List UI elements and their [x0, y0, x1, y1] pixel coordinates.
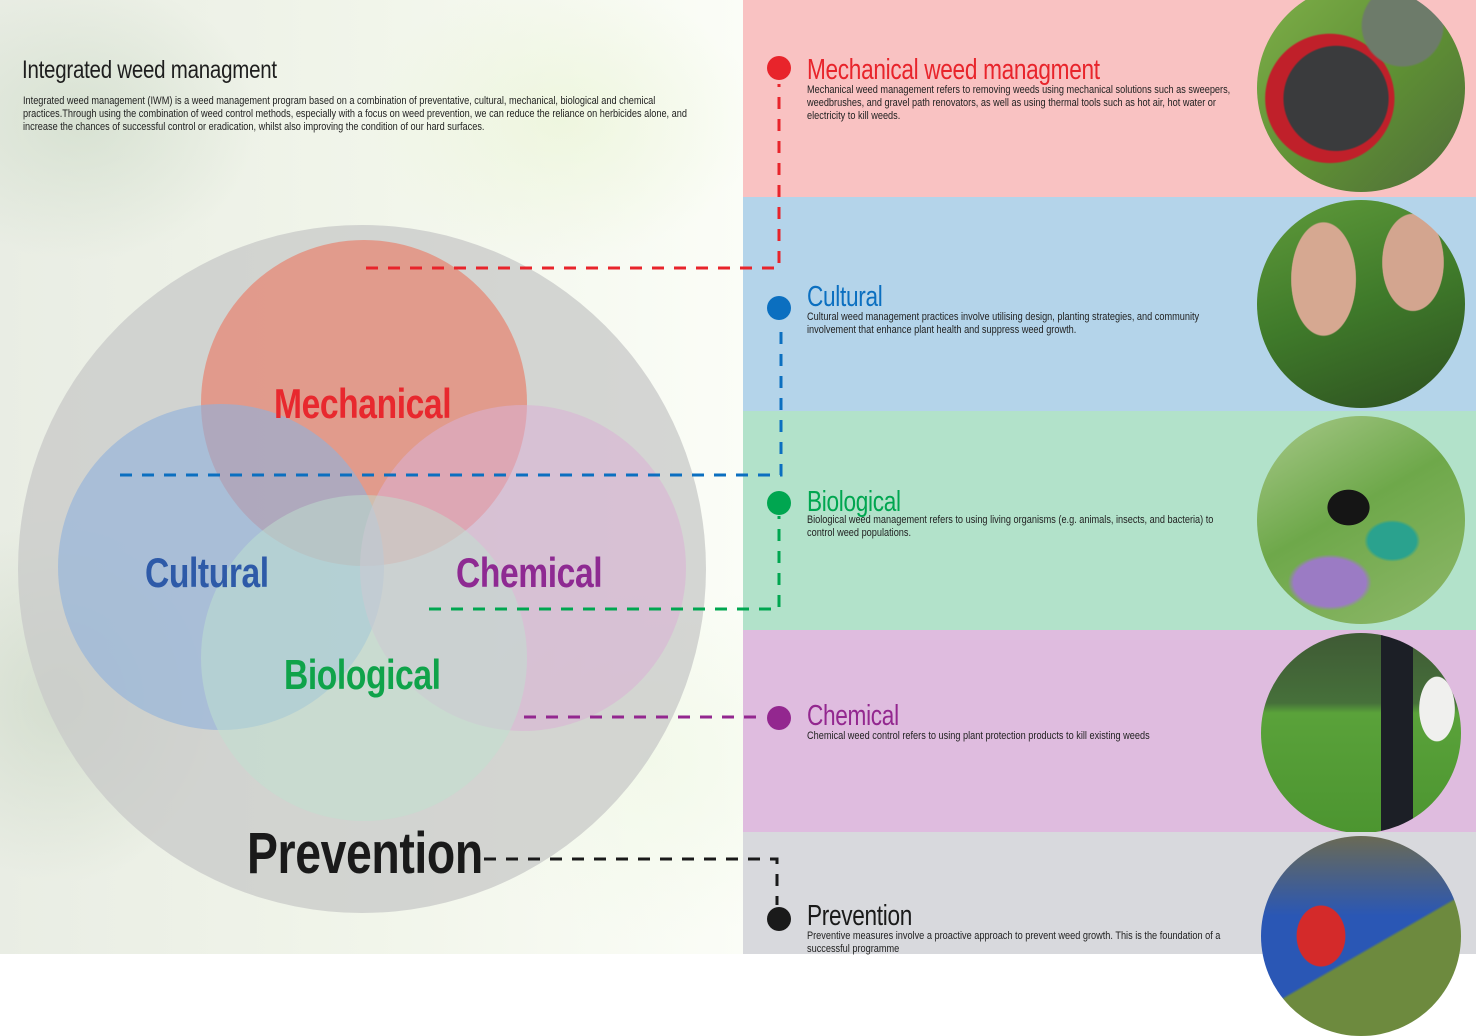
- section-title: Chemical: [807, 700, 899, 732]
- photo-mechanical: [1257, 0, 1465, 192]
- photo-cultural: [1257, 200, 1465, 408]
- photo-prevention: [1261, 836, 1461, 1036]
- bullet-dot-icon: [767, 296, 791, 320]
- bullet-dot-icon: [767, 907, 791, 931]
- section-description: Chemical weed control refers to using pl…: [807, 730, 1150, 742]
- venn-label-chemical: Chemical: [456, 549, 603, 596]
- section-description: Biological weed management refers to usi…: [807, 514, 1214, 539]
- section-title: Biological: [807, 486, 901, 518]
- venn-label-cultural: Cultural: [145, 549, 269, 596]
- section-mechanical: Mechanical weed managment Mechanical wee…: [743, 0, 1476, 197]
- bullet-dot-icon: [767, 56, 791, 80]
- venn-label-prevention: Prevention: [247, 821, 483, 886]
- venn-label-mechanical: Mechanical: [274, 380, 452, 427]
- section-biological: Biological Biological weed management re…: [743, 411, 1476, 630]
- section-title: Mechanical weed managment: [807, 54, 1100, 86]
- venn-label-biological: Biological: [284, 651, 441, 698]
- photo-biological: [1257, 416, 1465, 624]
- venn-diagram: [18, 225, 706, 913]
- section-prevention: Prevention Preventive measures involve a…: [743, 832, 1476, 1036]
- section-description: Preventive measures involve a proactive …: [807, 930, 1221, 955]
- bullet-dot-icon: [767, 491, 791, 515]
- page-title: Integrated weed managment: [22, 56, 277, 84]
- section-description: Mechanical weed management refers to rem…: [807, 84, 1231, 122]
- section-chemical: Chemical Chemical weed control refers to…: [743, 630, 1476, 833]
- section-title: Prevention: [807, 900, 913, 932]
- section-description: Cultural weed management practices invol…: [807, 311, 1200, 336]
- section-title: Cultural: [807, 281, 883, 313]
- photo-chemical: [1261, 633, 1461, 833]
- bullet-dot-icon: [767, 706, 791, 730]
- section-cultural: Cultural Cultural weed management practi…: [743, 197, 1476, 411]
